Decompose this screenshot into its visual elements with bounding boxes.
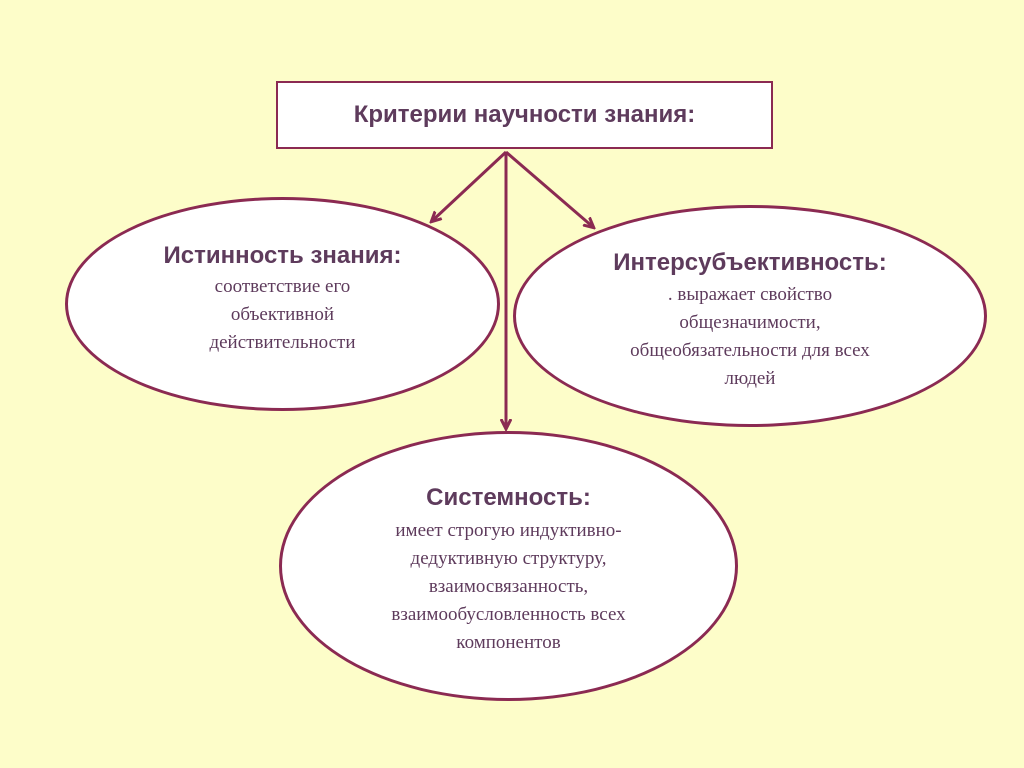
node-systemic-line: взаимосвязанность, [428, 576, 589, 597]
diagram-title: Критерии научности знания: [353, 101, 696, 128]
node-intersubjectivity-line: общеобязательности для всех [630, 340, 870, 361]
node-intersubjectivity-line: общезначимости, [679, 312, 821, 333]
node-systemic-line: компонентов [456, 632, 561, 653]
node-systemic-line: взаимообусловленность всех [391, 604, 626, 625]
node-systemic-ellipse [279, 431, 738, 701]
node-truth-line: действительности [209, 332, 356, 353]
arrow-to-truth [432, 150, 508, 221]
node-systemic-description: имеет строгую индуктивно- дедуктивную ст… [279, 517, 738, 657]
node-truth-title: Истинность знания: [163, 242, 402, 269]
node-intersubjectivity-title: Интерсубъективность: [613, 249, 887, 276]
node-intersubjectivity-line: . выражает свойство [667, 284, 833, 305]
node-truth-line: соответствие его [214, 276, 351, 297]
node-intersubjectivity-description: . выражает свойство общезначимости, обще… [513, 281, 987, 393]
node-systemic-line: имеет строгую индуктивно- [395, 520, 622, 541]
node-intersubjectivity-line: людей [724, 368, 776, 389]
node-truth-line: объективной [230, 304, 335, 325]
arrow-to-intersubjectivity [505, 150, 593, 227]
node-intersubjectivity-ellipse [513, 205, 987, 427]
node-systemic-title: Системность: [426, 484, 591, 511]
node-truth-description: соответствие его объективной действитель… [65, 273, 500, 357]
node-systemic-line: дедуктивную структуру, [410, 548, 607, 569]
node-truth-ellipse [65, 197, 500, 411]
diagram-title-box: Критерии научности знания: [276, 81, 773, 149]
